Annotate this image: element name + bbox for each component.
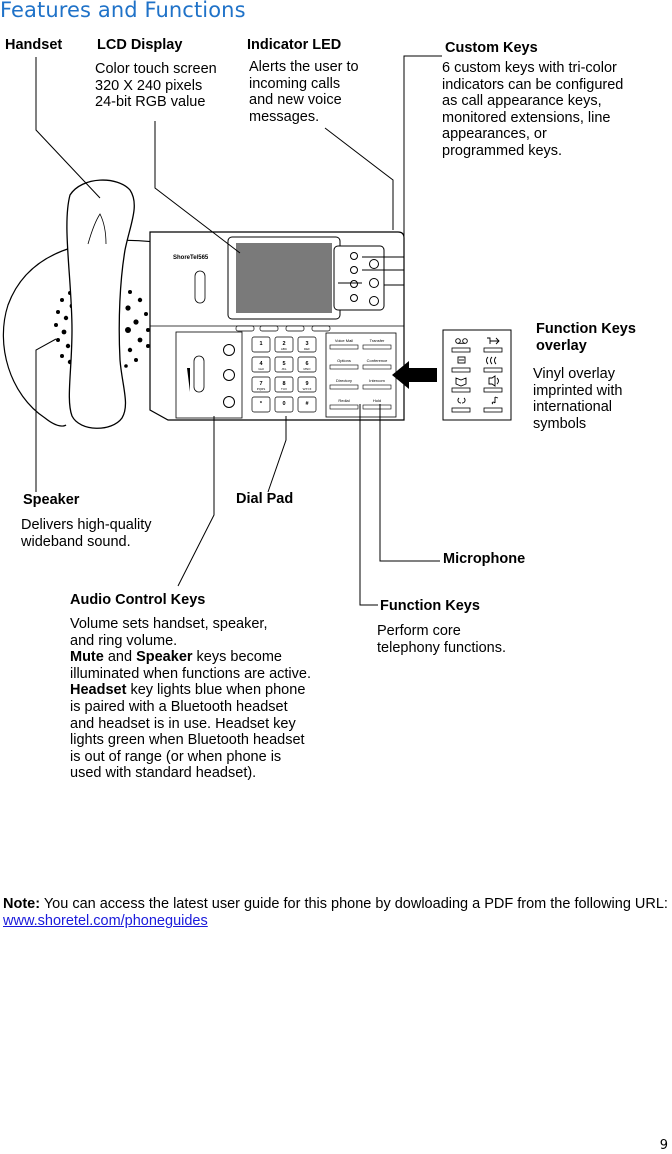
function-key-hold[interactable]: Hold — [362, 398, 392, 410]
indicator-led-label: Indicator LED — [247, 37, 342, 53]
audio-control-keys-description: Volume sets handset, speaker, and ring v… — [70, 616, 311, 782]
note-text: You can access the latest user guide for… — [40, 896, 668, 912]
function-key-options[interactable]: Options — [329, 358, 359, 370]
svg-text:TUV: TUV — [281, 387, 287, 391]
svg-text:GHI: GHI — [258, 367, 264, 371]
overlay-arrow — [392, 361, 437, 389]
function-key-transfer[interactable]: Transfer — [362, 338, 392, 350]
svg-text:2: 2 — [282, 341, 285, 347]
svg-text:Voice Mail: Voice Mail — [335, 338, 353, 343]
dial-key-hash[interactable]: # — [297, 396, 317, 413]
audio-control-keys-label: Audio Control Keys — [70, 592, 206, 608]
svg-text:WXYZ: WXYZ — [303, 387, 312, 391]
note-paragraph: Note: You can access the latest user gui… — [3, 896, 668, 930]
svg-text:*: * — [260, 401, 263, 407]
custom-key-buttons — [350, 252, 379, 306]
svg-text:MNO: MNO — [304, 367, 312, 371]
svg-text:8: 8 — [282, 381, 285, 387]
page-number: 9 — [659, 1138, 668, 1153]
svg-text:0: 0 — [282, 401, 285, 407]
note-label: Note: — [3, 896, 41, 912]
svg-text:PQRS: PQRS — [257, 387, 266, 391]
svg-text:DEF: DEF — [304, 347, 310, 351]
dial-key-1[interactable]: 1 — [251, 336, 271, 353]
handset-label: Handset — [5, 37, 63, 53]
function-key-directory[interactable]: Directory — [329, 378, 359, 390]
dial-pad-label: Dial Pad — [236, 491, 294, 507]
upper-rocker — [194, 270, 206, 304]
svg-text:ABC: ABC — [281, 347, 288, 351]
lcd-display-label: LCD Display — [97, 37, 183, 53]
function-keys-label: Function Keys — [380, 598, 480, 614]
page-title: Features and Functions — [0, 0, 246, 22]
overlay-icons — [455, 337, 500, 405]
function-key-intercom[interactable]: Intercom — [362, 378, 392, 390]
svg-text:3: 3 — [305, 341, 308, 347]
function-keys-overlay-card — [442, 329, 512, 421]
soft-keys — [235, 325, 331, 332]
audio-key-buttons — [223, 344, 235, 408]
function-key-conference[interactable]: Conference — [362, 358, 392, 370]
svg-text:Directory: Directory — [336, 378, 352, 383]
brand-logo: ShoreTel565 — [173, 255, 209, 261]
svg-text:1: 1 — [259, 341, 262, 347]
svg-text:Redial: Redial — [338, 398, 349, 403]
svg-text:5: 5 — [282, 361, 285, 367]
microphone-label: Microphone — [443, 551, 526, 567]
handset — [66, 179, 135, 429]
svg-text:Intercom: Intercom — [369, 378, 385, 383]
leader-lines — [35, 55, 442, 606]
svg-text:Options: Options — [337, 358, 351, 363]
svg-text:6: 6 — [305, 361, 308, 367]
phone-guides-link[interactable]: www.shoretel.com/phoneguides — [3, 913, 208, 929]
svg-text:Conference: Conference — [367, 358, 388, 363]
overlay-symbols — [451, 347, 503, 413]
svg-text:7: 7 — [259, 381, 262, 387]
dial-key-star[interactable]: * — [251, 396, 271, 413]
function-key-redial[interactable]: Redial — [329, 398, 359, 410]
svg-text:9: 9 — [305, 381, 308, 387]
svg-text:Hold: Hold — [373, 398, 381, 403]
function-key-voice-mail[interactable]: Voice Mail — [329, 338, 359, 350]
custom-keys-label: Custom Keys — [445, 40, 538, 56]
svg-text:4: 4 — [259, 361, 263, 367]
svg-text:Transfer: Transfer — [370, 338, 385, 343]
speaker-label: Speaker — [23, 492, 80, 508]
dial-key-0[interactable]: 0 — [274, 396, 294, 413]
svg-text:JKL: JKL — [281, 367, 287, 371]
svg-text:#: # — [305, 401, 308, 407]
